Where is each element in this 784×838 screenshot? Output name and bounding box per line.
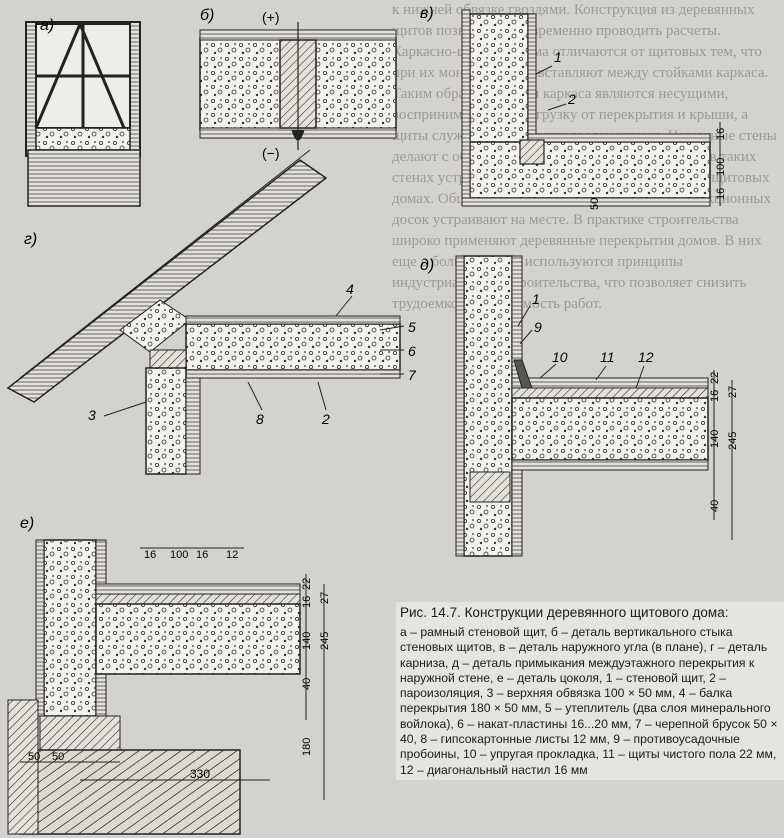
panel-label-v: в) <box>420 5 434 22</box>
callout-g-2: 2 <box>321 411 330 427</box>
callout-g-8: 8 <box>256 411 264 427</box>
dim-e-16: 16 <box>301 596 313 608</box>
dim-d-22: 22 <box>709 372 721 384</box>
callout-g-3: 3 <box>88 407 96 423</box>
callout-v-1: 1 <box>554 49 562 65</box>
dim-d-140: 140 <box>709 430 721 448</box>
plus-symbol: (+) <box>262 9 280 25</box>
dim-e-27: 27 <box>319 592 331 604</box>
dim-d-16: 16 <box>709 390 721 402</box>
callout-d-9: 9 <box>534 319 542 335</box>
panel-label-b: б) <box>200 7 214 24</box>
panel-label-g: г) <box>24 231 37 248</box>
dim-e-50a: 50 <box>28 751 40 763</box>
panel-b: б) (+) (−) <box>199 7 397 161</box>
dim-e-50b: 50 <box>52 751 64 763</box>
callout-g-5: 5 <box>408 319 416 335</box>
panel-label-e: е) <box>20 515 34 532</box>
dim-e-22: 22 <box>301 578 313 590</box>
panel-d: д) 1 9 10 11 12 22 27 16 140 245 40 <box>420 255 739 557</box>
dim-v-100: 100 <box>715 158 727 176</box>
panel-label-a: а) <box>40 17 54 34</box>
dim-d-40: 40 <box>709 500 721 512</box>
callout-d-1: 1 <box>532 291 540 307</box>
callout-v-2: 2 <box>567 91 576 107</box>
panel-e: е) 16 100 16 12 22 27 16 140 245 40 180 … <box>7 515 331 835</box>
dim-d-27: 27 <box>727 386 739 398</box>
dim-e-40: 40 <box>301 678 313 690</box>
panel-a: а) <box>25 17 141 207</box>
callout-g-6: 6 <box>408 343 416 359</box>
callout-d-11: 11 <box>600 349 615 365</box>
dim-g-100: 100 <box>170 549 188 561</box>
minus-symbol: (−) <box>262 145 280 161</box>
dim-g-16a: 16 <box>144 549 156 561</box>
dim-v-16b: 16 <box>715 188 727 200</box>
dim-e-245: 245 <box>319 632 331 650</box>
callout-g-4: 4 <box>346 281 354 297</box>
panel-v: в) 1 2 16 100 16 50 <box>420 5 727 210</box>
caption-title: Рис. 14.7. Конструкции деревянного щитов… <box>400 605 729 620</box>
panel-g: г) 4 5 6 7 3 8 2 <box>6 149 417 475</box>
figure-caption: Рис. 14.7. Конструкции деревянного щитов… <box>396 602 784 780</box>
callout-d-10: 10 <box>552 349 568 365</box>
caption-body: а – рамный стеновой щит, б – деталь верт… <box>400 625 778 777</box>
dim-v-16a: 16 <box>715 128 727 140</box>
panel-label-d: д) <box>420 257 434 274</box>
dim-e-140: 140 <box>301 632 313 650</box>
dim-e-330: 330 <box>190 767 210 781</box>
callout-d-12: 12 <box>638 349 654 365</box>
dim-d-245: 245 <box>727 432 739 450</box>
dim-e-180: 180 <box>301 738 313 756</box>
dim-g-16b: 16 <box>196 549 208 561</box>
dim-g-12: 12 <box>226 549 238 561</box>
callout-g-7: 7 <box>408 367 417 383</box>
dim-v-50: 50 <box>589 198 601 210</box>
